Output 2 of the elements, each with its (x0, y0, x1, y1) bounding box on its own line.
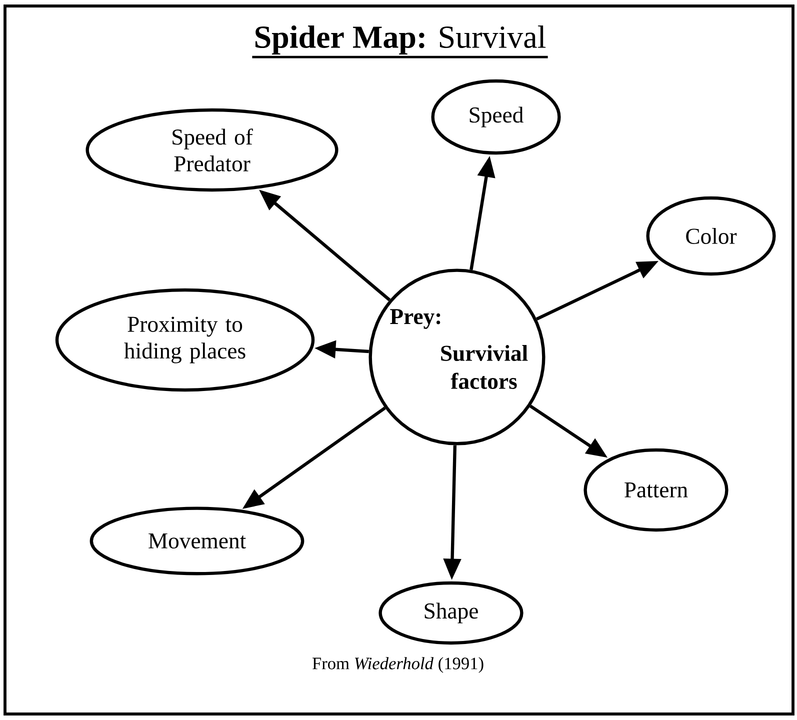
caption: From Wiederhold (1991) (312, 657, 484, 673)
title: Spider Map: Survival (252, 25, 548, 58)
